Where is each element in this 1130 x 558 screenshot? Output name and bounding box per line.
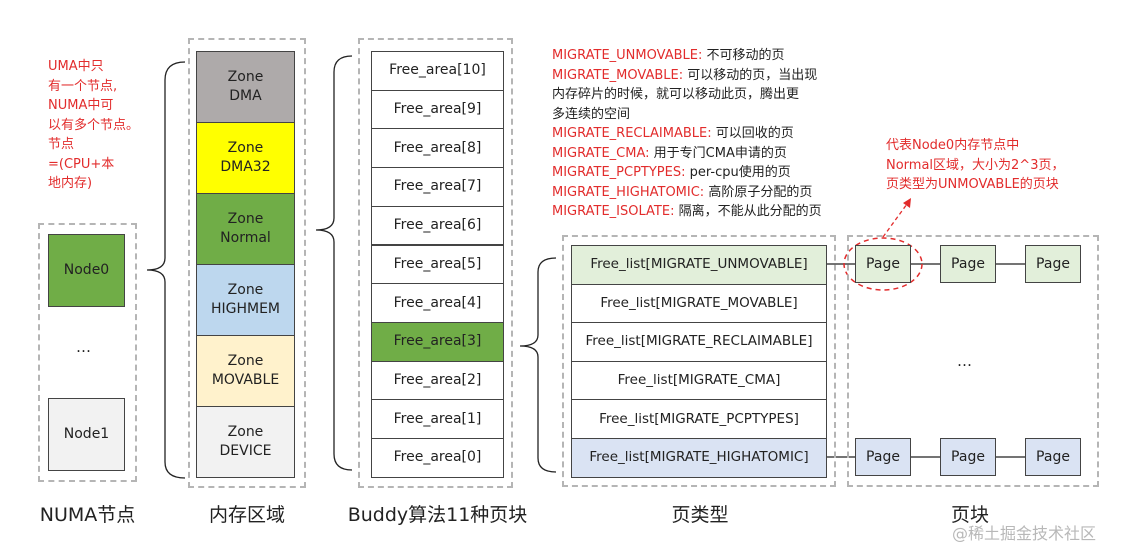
migrate-note-value: 多连续的空间 [552,106,631,122]
free-area-item[interactable]: Free_area[3] [371,321,504,362]
free-list-group [562,235,836,487]
migrate-note-key: MIGRATE_MOVABLE: [552,67,684,83]
migrate-note-line: MIGRATE_ISOLATE: 隔离，不能从此分配的页 [552,202,822,221]
migrate-note-value: 可以移动的页，当出现 [683,67,818,83]
brace-free-lists [519,257,557,473]
migrate-note-line: 内存碎片的时候，就可以移动此页，腾出更 [552,85,799,104]
free-list-item[interactable]: Free_list[MIGRATE_MOVABLE] [571,283,827,324]
category-buddy: Buddy算法11种页块 [347,504,528,526]
zone-box[interactable]: Zone Normal [196,193,295,265]
free-area-item[interactable]: Free_area[10] [371,51,504,91]
zone-box[interactable]: Zone MOVABLE [196,335,295,407]
page-bottom-2[interactable]: Page [940,438,996,476]
node-ellipsis: … [76,338,91,356]
note-arrow-head [903,198,911,208]
free-area-item[interactable]: Free_area[6] [371,205,504,246]
page-block-note: 代表Node0内存节点中 Normal区域，大小为2^3页， 页类型为UNMOV… [886,138,1065,192]
migrate-note-value: 不可移动的页 [702,48,785,63]
migrate-note-line: MIGRATE_PCPTYPES: per-cpu使用的页 [552,163,791,182]
free-area-item[interactable]: Free_area[0] [371,438,504,478]
category-types: 页类型 [671,504,729,526]
zone-box[interactable]: Zone DMA [196,51,295,123]
node0-box[interactable]: Node0 [48,234,125,307]
migrate-note-value: 可以回收的页 [711,126,794,141]
page-top-3[interactable]: Page [1025,245,1081,283]
page-bottom-3[interactable]: Page [1025,438,1081,476]
category-numa: NUMA节点 [39,504,136,526]
migrate-note-key: MIGRATE_HIGHATOMIC: [552,184,705,200]
free-area-item[interactable]: Free_area[1] [371,399,504,439]
migrate-note-value: 隔离，不能从此分配的页 [674,204,822,219]
page-top-1[interactable]: Page [855,245,911,283]
uma-note: UMA中只 有一个节点, NUMA中可 以有多个节点。节点 =(CPU+本 地内… [48,59,140,191]
pages-ellipsis: … [957,352,972,370]
zone-box[interactable]: Zone HIGHMEM [196,264,295,336]
page-block-group [847,235,1099,487]
page-highlight-ellipse [843,237,923,291]
migrate-note-value: 内存碎片的时候，就可以移动此页，腾出更 [552,87,800,102]
category-pages: 页块 [950,504,989,526]
migrate-note-line: 多连续的空间 [552,105,630,124]
page-bottom-1[interactable]: Page [855,438,911,476]
free-area-group [358,38,513,488]
migrate-note-value: 用于专门CMA申请的页 [649,145,787,161]
free-list-item[interactable]: Free_list[MIGRATE_RECLAIMABLE] [571,322,827,362]
page-top-2[interactable]: Page [940,245,996,283]
migrate-note-line: MIGRATE_UNMOVABLE: 不可移动的页 [552,46,784,65]
migrate-note-value: 高阶原子分配的页 [704,184,813,200]
node1-box[interactable]: Node1 [48,398,125,471]
free-area-item[interactable]: Free_area[9] [371,89,504,130]
free-area-item[interactable]: Free_area[5] [371,244,504,285]
note-arrow-line [882,203,908,238]
migrate-note-line: MIGRATE_MOVABLE: 可以移动的页，当出现 [552,66,817,85]
migrate-note-key: MIGRATE_CMA: [552,145,650,161]
migrate-note-key: MIGRATE_UNMOVABLE: [552,48,703,63]
migrate-note-line: MIGRATE_HIGHATOMIC: 高阶原子分配的页 [552,183,812,202]
free-area-item[interactable]: Free_area[2] [371,360,504,401]
migrate-note-key: MIGRATE_RECLAIMABLE: [552,126,712,141]
migrate-note-line: MIGRATE_RECLAIMABLE: 可以回收的页 [552,124,794,143]
free-list-item[interactable]: Free_list[MIGRATE_UNMOVABLE] [571,245,827,285]
free-list-item[interactable]: Free_list[MIGRATE_PCPTYPES] [571,399,827,439]
brace-free-areas [315,55,353,471]
free-area-item[interactable]: Free_area[7] [371,167,504,207]
free-area-item[interactable]: Free_area[4] [371,283,504,323]
migrate-note-key: MIGRATE_ISOLATE: [552,204,675,219]
migrate-note-line: MIGRATE_CMA: 用于专门CMA申请的页 [552,144,787,163]
zone-box[interactable]: Zone DMA32 [196,122,295,194]
free-list-item[interactable]: Free_list[MIGRATE_CMA] [571,360,827,401]
free-list-item[interactable]: Free_list[MIGRATE_HIGHATOMIC] [571,438,827,478]
free-area-item[interactable]: Free_area[8] [371,128,504,169]
migrate-note-key: MIGRATE_PCPTYPES: [552,165,686,180]
watermark: @稀土掘金技术社区 [952,524,1097,543]
zone-box[interactable]: Zone DEVICE [196,406,295,478]
brace-zones [146,61,186,479]
numa-node-group [38,223,137,482]
migrate-note-value: per-cpu使用的页 [685,165,791,180]
zone-group [188,38,306,488]
category-zones: 内存区域 [208,504,285,526]
